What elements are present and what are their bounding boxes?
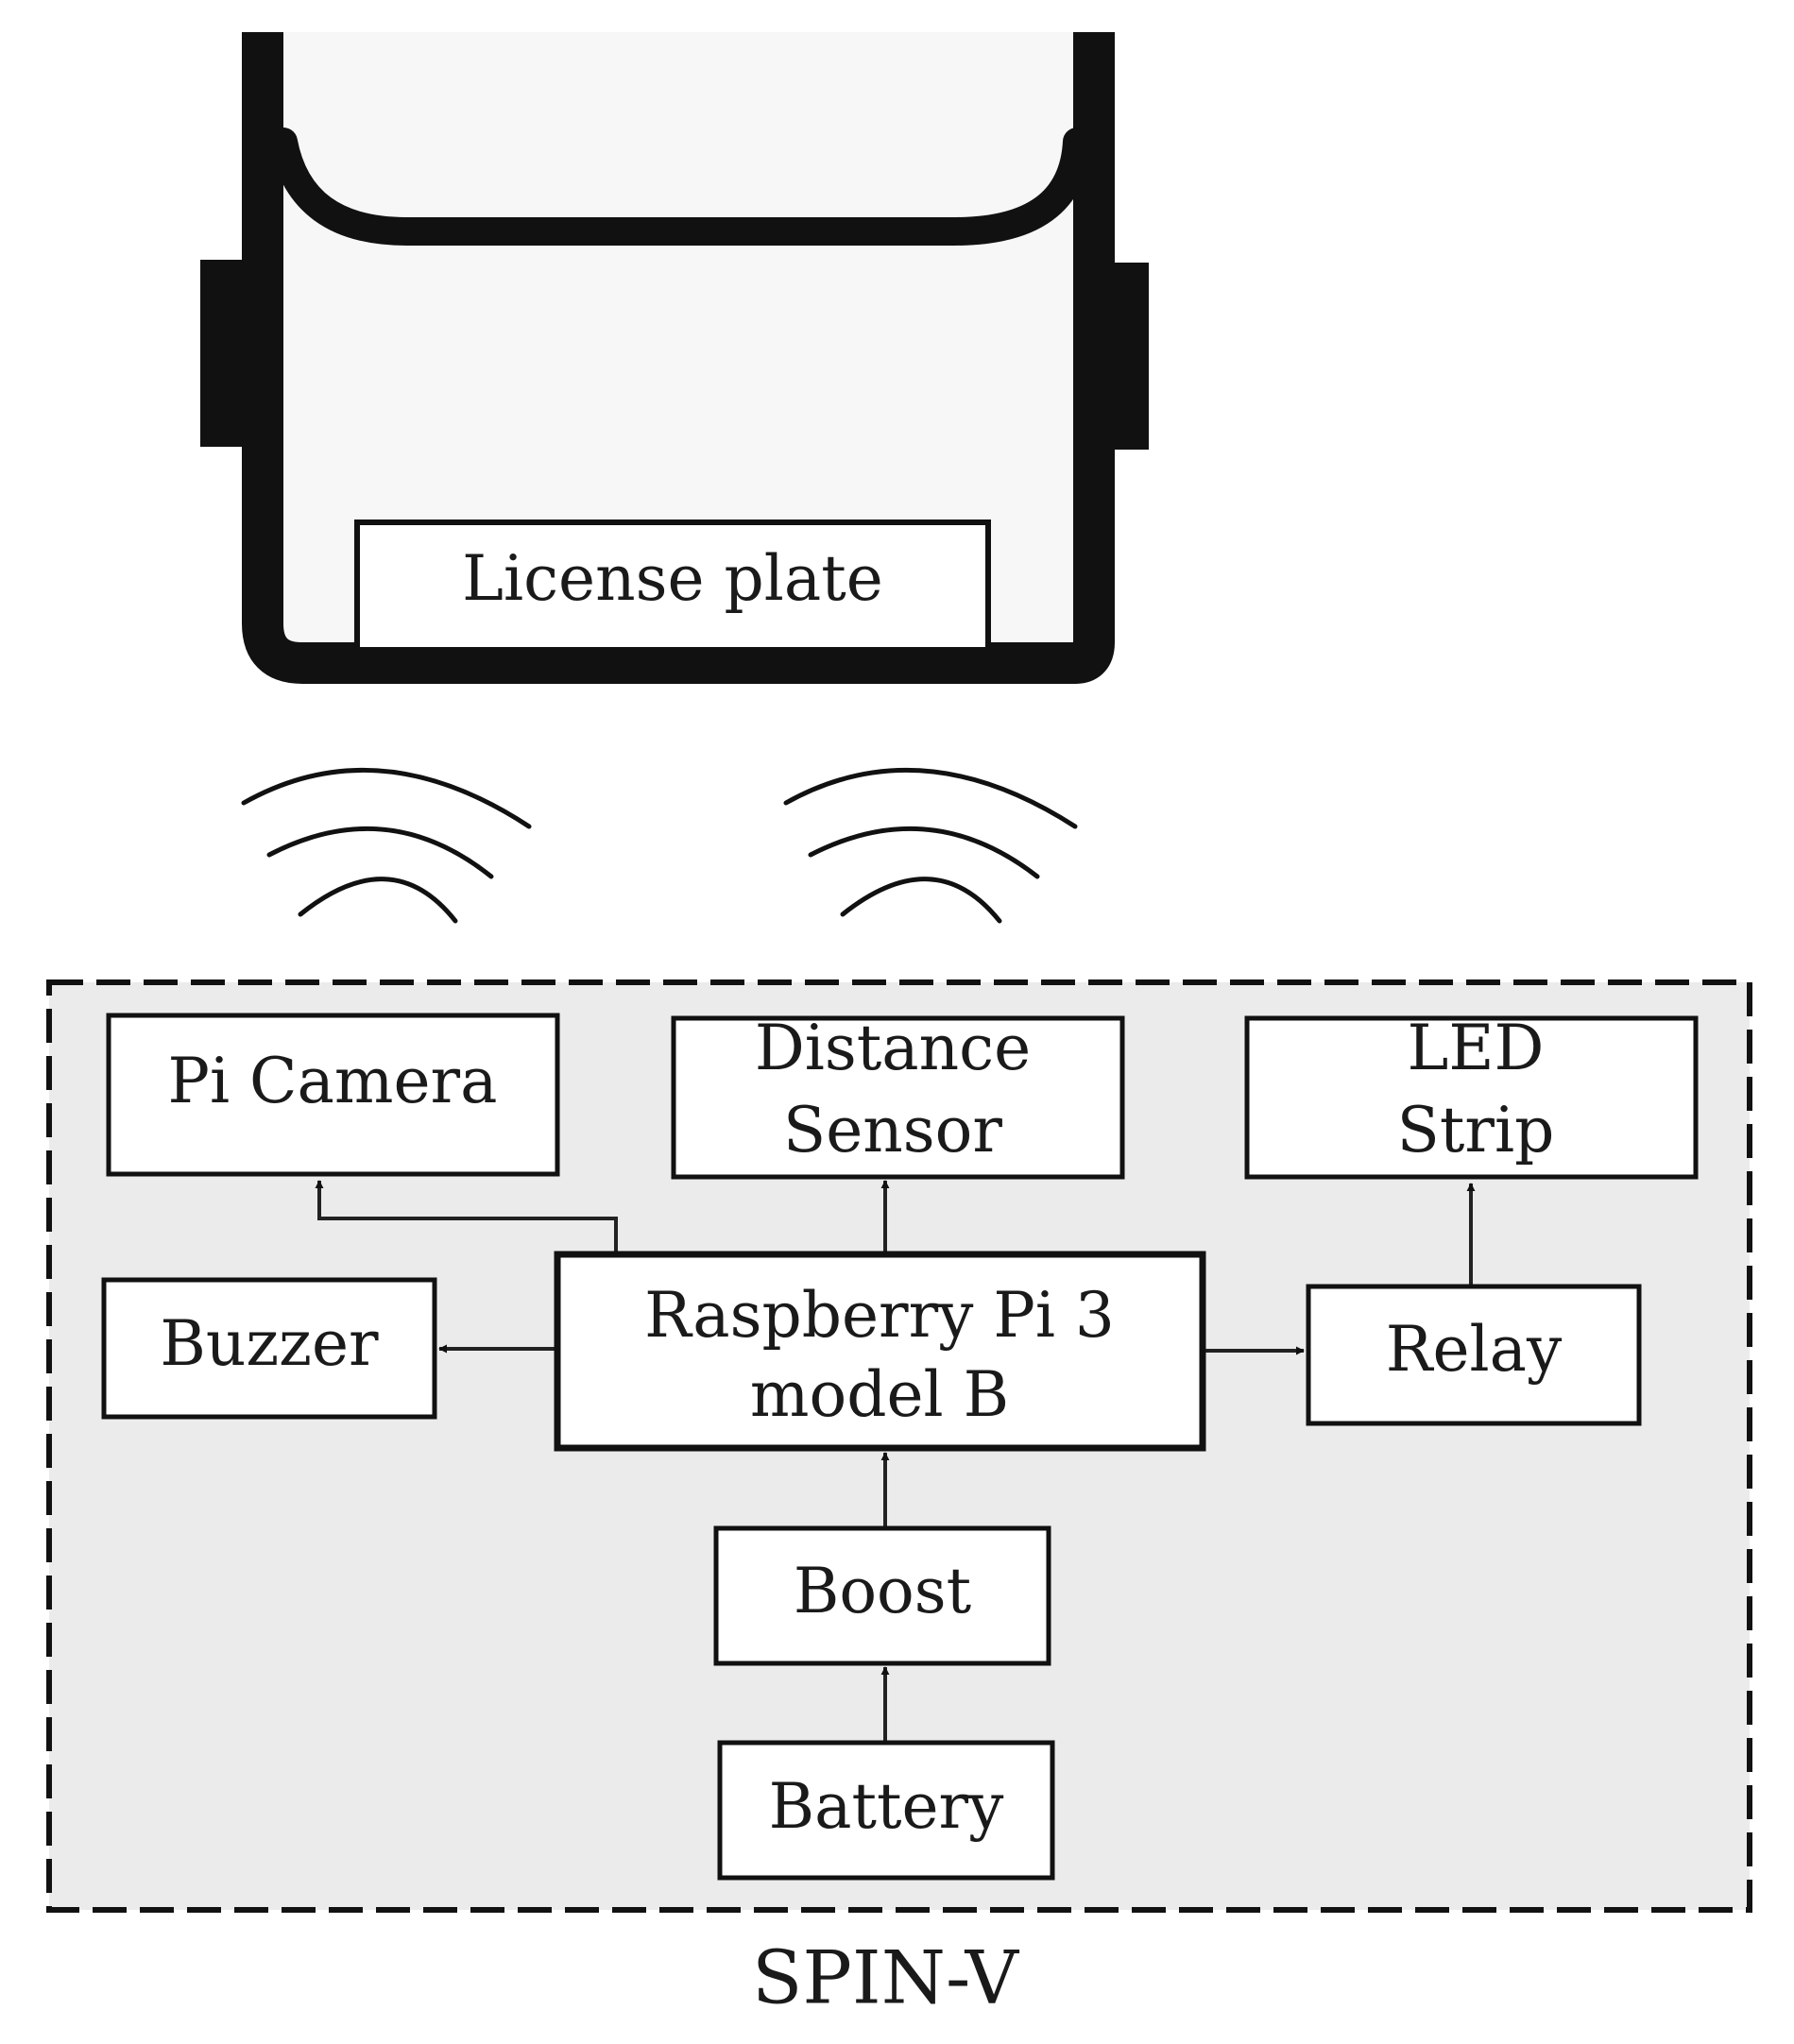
pi-camera-box — [106, 1013, 560, 1177]
led-strip-label-line1: LED — [1408, 1012, 1545, 1084]
arrow-rpi-to-camera — [315, 1180, 618, 1254]
led-strip-label-line2: Strip — [1397, 1094, 1555, 1167]
signal-waves-right — [783, 767, 1078, 924]
relay-label: Relay — [1386, 1313, 1563, 1386]
raspberry-pi-label-line2: model B — [750, 1358, 1009, 1431]
component-boxes — [101, 1013, 1699, 1881]
vehicle-body — [242, 32, 1115, 684]
system-name-label: SPIN-V — [752, 1936, 1020, 2021]
raspberry-pi-box — [554, 1251, 1206, 1452]
pi-camera-label: Pi Camera — [168, 1045, 498, 1117]
license-plate-label: License plate — [462, 542, 883, 615]
license-plate-box — [354, 520, 991, 653]
boost-label: Boost — [794, 1555, 971, 1627]
distance-sensor-label-line2: Sensor — [783, 1094, 1002, 1167]
battery-label: Battery — [769, 1770, 1005, 1843]
relay-box — [1306, 1284, 1642, 1426]
buzzer-box — [101, 1277, 437, 1420]
led-strip-box — [1244, 1015, 1699, 1180]
boost-box — [713, 1525, 1051, 1666]
vehicle-trunk-line — [269, 128, 1091, 246]
distance-sensor-label-line1: Distance — [755, 1012, 1031, 1084]
distance-sensor-box — [671, 1015, 1125, 1180]
connectors — [315, 1180, 1476, 1743]
vehicle: License plate — [200, 32, 1149, 684]
battery-box — [717, 1740, 1055, 1881]
buzzer-label: Buzzer — [160, 1307, 379, 1380]
raspberry-pi-label-line1: Raspberry Pi 3 — [644, 1279, 1115, 1352]
component-labels: Pi Camera Distance Sensor LED Strip Buzz… — [160, 1012, 1563, 1843]
signal-waves-left — [241, 767, 532, 924]
